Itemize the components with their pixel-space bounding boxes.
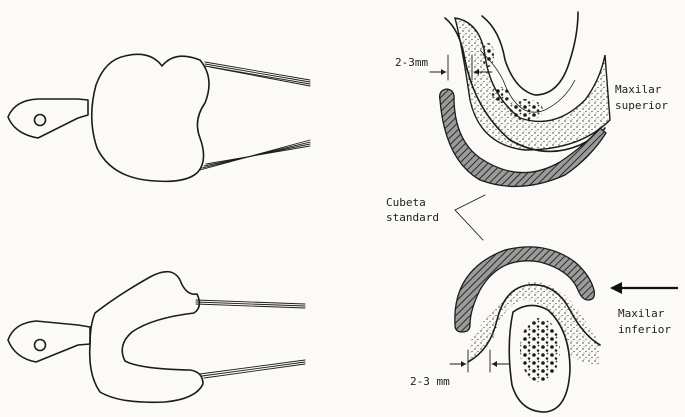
tray-label-line1: Cubeta bbox=[386, 196, 426, 209]
tray-label-line2: standard bbox=[386, 211, 439, 224]
lower-jaw-arrow bbox=[610, 282, 678, 294]
lower-jaw-label-line1: Maxilar bbox=[618, 307, 665, 320]
lower-jaw-section bbox=[455, 247, 600, 412]
lower-tray-retention-wires bbox=[196, 300, 305, 378]
upper-jaw-section bbox=[440, 12, 610, 186]
gap-label-bottom: 2-3 mm bbox=[410, 375, 450, 388]
lower-tray-drawing bbox=[8, 272, 305, 403]
upper-jaw-label-line2: superior bbox=[615, 99, 668, 112]
gap-label-top: 2-3mm bbox=[395, 56, 428, 69]
upper-tray-retention-wires bbox=[200, 62, 310, 170]
upper-tray-drawing bbox=[8, 54, 310, 181]
upper-jaw-label-line1: Maxilar bbox=[615, 83, 662, 96]
lower-jaw-label-line2: inferior bbox=[618, 323, 671, 336]
tray-pointer-lines bbox=[455, 195, 485, 240]
